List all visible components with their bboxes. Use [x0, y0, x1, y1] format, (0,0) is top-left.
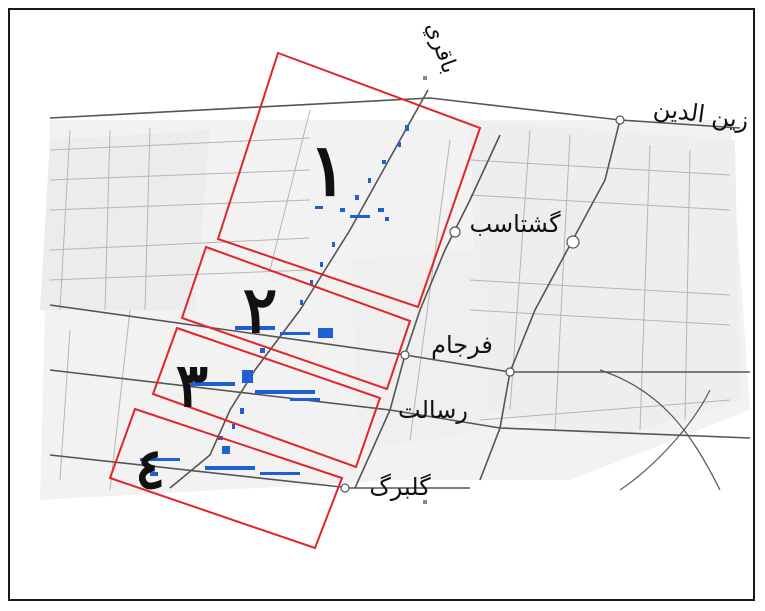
- main-roads: [49, 89, 751, 491]
- zone-1-number: ١: [309, 127, 348, 212]
- map-canvas: ١ ٢ ٣ ٤ باقري زين الدين گشتاسب فرجام رسا…: [40, 19, 751, 550]
- marker-square: [423, 76, 427, 80]
- urban-blocks: [40, 120, 750, 500]
- street-label-goshtasb: گشتاسب: [469, 210, 561, 238]
- blue-marks: [140, 125, 409, 476]
- zone-3-number: ٣: [176, 351, 208, 421]
- zone-3-outline: [151, 326, 382, 469]
- street-label-farjam: فرجام: [431, 331, 493, 359]
- zone-4-number: ٤: [135, 436, 165, 502]
- street-label-resalat: رسالت: [398, 396, 468, 424]
- study-zones: [108, 51, 482, 550]
- minor-roads: [49, 109, 731, 491]
- zone-4-outline: [108, 407, 344, 550]
- street-label-baqeri: باقري: [420, 19, 462, 77]
- zone-2-outline: [180, 245, 412, 391]
- map-frame: ١ ٢ ٣ ٤ باقري زين الدين گشتاسب فرجام رسا…: [8, 8, 755, 601]
- zone-1-outline: [216, 51, 482, 309]
- street-label-golbarg: گلبرگ: [369, 473, 431, 501]
- junctions: [340, 115, 625, 493]
- marker-square: [423, 500, 427, 504]
- zone-2-number: ٢: [243, 273, 277, 348]
